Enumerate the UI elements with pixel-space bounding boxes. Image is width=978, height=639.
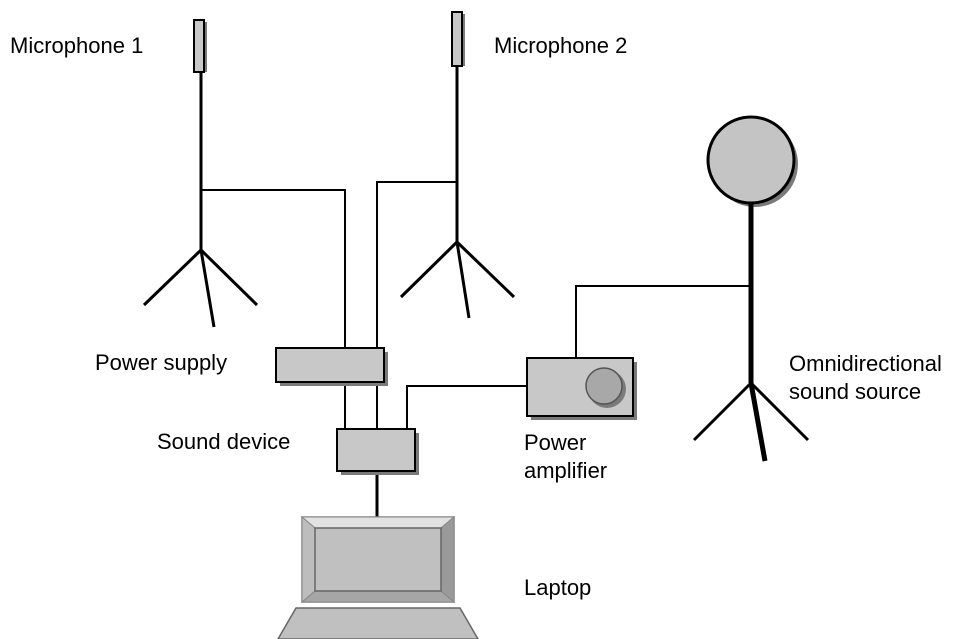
power-amplifier-label-line1: Power [524,430,587,455]
cables [201,181,751,430]
microphone-2-label: Microphone 2 [494,33,628,58]
power-supply-label: Power supply [95,350,228,375]
power-amplifier-box [526,357,637,420]
omnidirectional-sound-source-stand [692,115,810,462]
laptop-label: Laptop [524,575,592,600]
sound-device-label: Sound device [157,429,291,454]
sound-device-box [336,428,419,475]
omnidirectional-source-label-line2: sound source [789,379,922,404]
microphone-1-stand [142,19,259,328]
power-amplifier-label-line2: amplifier [524,458,608,483]
laptop-drawing [277,515,479,639]
microphone-1-label: Microphone 1 [10,33,144,58]
microphone-2-stand [399,11,516,319]
power-supply-box [275,347,388,386]
omnidirectional-source-label-line1: Omnidirectional [789,351,942,376]
